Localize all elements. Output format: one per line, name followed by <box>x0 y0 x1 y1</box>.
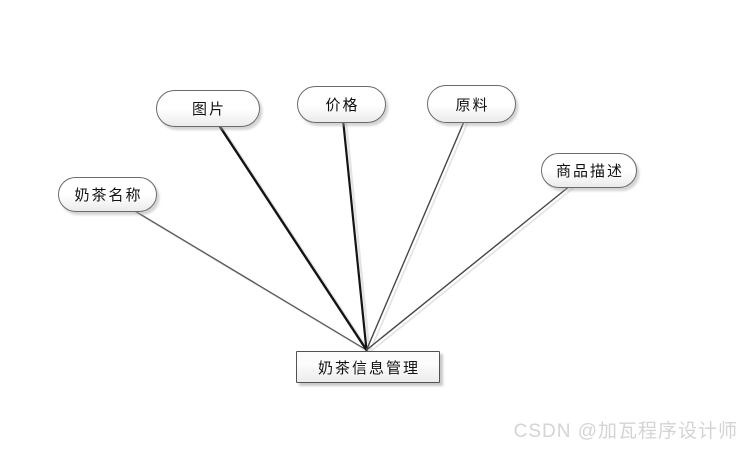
connector-milk-tea-name <box>106 193 368 351</box>
connector-shadows <box>110 106 593 354</box>
node-image-label: 图片 <box>191 101 226 118</box>
node-milk-tea-name: 奶茶名称 <box>58 177 157 212</box>
node-center-milk-tea-info-management: 奶茶信息管理 <box>296 351 440 383</box>
connector-price <box>340 103 368 352</box>
node-product-description-label: 商品描述 <box>555 163 624 180</box>
connector-strokes <box>106 103 590 352</box>
node-price: 价格 <box>297 86 386 123</box>
csdn-watermark: CSDN @加瓦程序设计师 <box>513 421 738 442</box>
node-image: 图片 <box>156 90 260 127</box>
node-ingredients-label: 原料 <box>455 96 490 114</box>
node-milk-tea-name-label: 奶茶名称 <box>74 187 143 204</box>
node-center-label: 奶茶信息管理 <box>317 359 420 377</box>
node-price-label: 价格 <box>325 97 360 114</box>
connector-product-description <box>365 169 590 351</box>
connector-image <box>206 107 368 352</box>
node-ingredients: 原料 <box>427 85 516 123</box>
node-product-description: 商品描述 <box>541 153 637 188</box>
connector-ingredients <box>365 103 473 351</box>
